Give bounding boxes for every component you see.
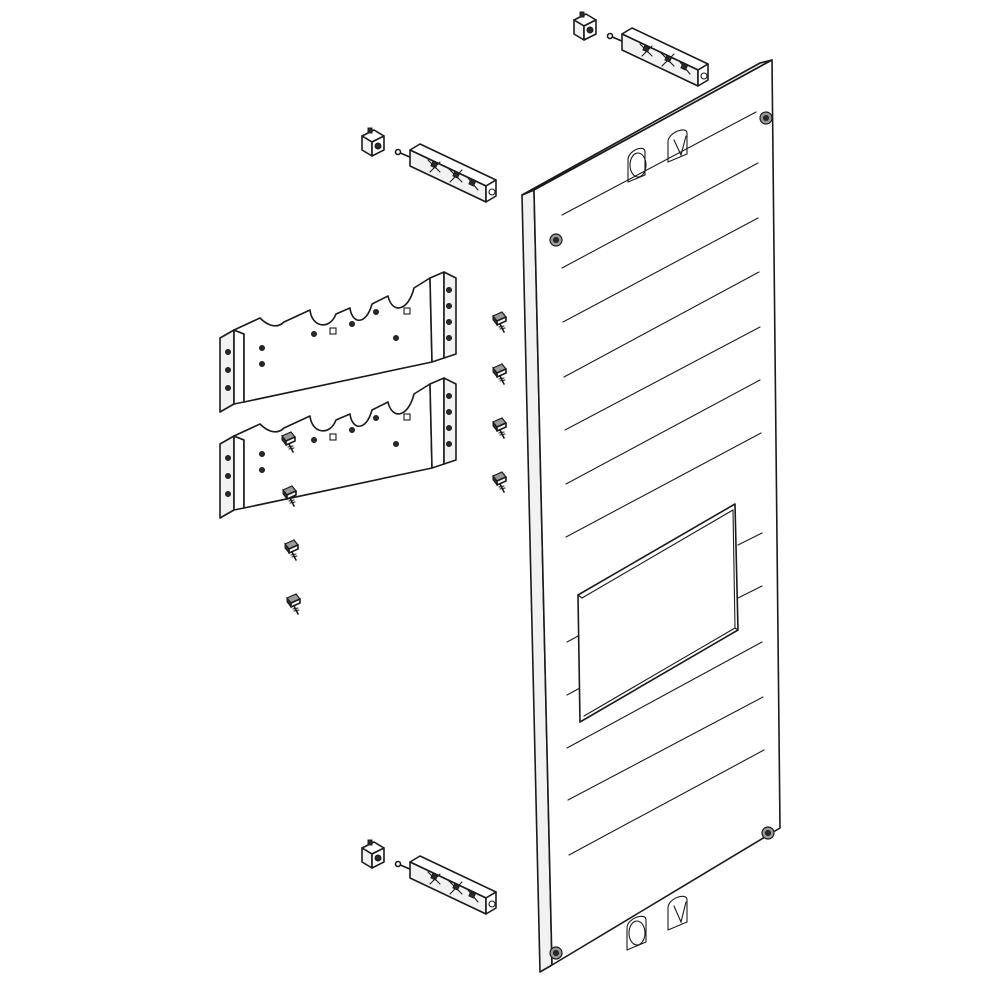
screw-head-icon	[759, 111, 773, 125]
panel-groove-lines	[561, 111, 765, 856]
screw-icon	[492, 417, 507, 439]
screw-icon	[282, 485, 297, 507]
rail-clip-top-right	[573, 11, 709, 87]
screw-icon	[286, 593, 301, 615]
rail-clip-upper-left	[361, 127, 497, 203]
screw-icon	[284, 539, 299, 561]
panel-corner-screws	[549, 111, 775, 960]
panel-top-slots	[627, 129, 688, 183]
panel-cutout-window	[577, 503, 739, 723]
panel-bottom-slots	[626, 895, 688, 951]
screw-head-icon	[549, 946, 563, 960]
rail-clip-bottom	[361, 839, 497, 915]
screw-icon	[492, 363, 507, 385]
screw-head-icon	[761, 826, 775, 840]
screw-icon	[492, 471, 507, 493]
cover-panel	[521, 59, 781, 973]
cover-panel-face	[533, 59, 781, 966]
screw-head-icon	[549, 233, 563, 247]
screw-icon	[492, 311, 507, 333]
